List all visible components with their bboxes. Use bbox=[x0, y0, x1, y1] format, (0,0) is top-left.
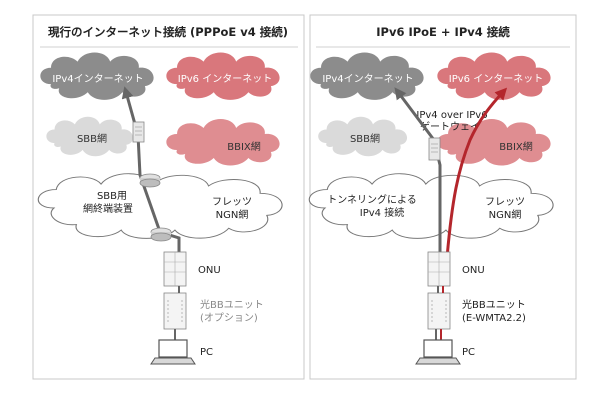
right-flets-label-2: NGN網 bbox=[489, 208, 522, 221]
left-bbix-label: BBIX網 bbox=[227, 140, 261, 153]
left-sbb-terminal-label-1: SBB用 bbox=[97, 191, 127, 202]
left-pc-icon bbox=[150, 339, 196, 365]
right-ipv6-path bbox=[445, 87, 508, 259]
left-sbb-terminal-label-2: 網終端装置 bbox=[83, 202, 133, 215]
left-panel-title: 現行のインターネット接続 (PPPoE v4 接続) bbox=[48, 25, 288, 39]
left-hikari-bb-unit-icon bbox=[163, 292, 187, 330]
left-flets-label-1: フレッツ bbox=[212, 197, 252, 208]
right-hikari-label-2: (E-WMTA2.2) bbox=[462, 313, 526, 324]
left-hikari-label-1: 光BBユニット bbox=[200, 298, 264, 311]
left-sbb-label: SBB網 bbox=[77, 132, 107, 145]
right-hikari-label-1: 光BBユニット bbox=[462, 298, 526, 311]
left-sbb-router-icon bbox=[132, 121, 145, 143]
left-terminal-device-icon bbox=[139, 173, 161, 188]
right-ipv4-internet-label: IPv4インターネット bbox=[322, 73, 413, 85]
left-ngn-device-icon bbox=[150, 227, 172, 242]
right-onu-icon bbox=[427, 251, 451, 287]
left-onu-label: ONU bbox=[198, 265, 221, 276]
right-gateway-label-1: IPv4 over IPv6 bbox=[416, 110, 487, 121]
left-ipv4-internet-label: IPv4インターネット bbox=[52, 73, 143, 85]
left-ipv6-internet-label: IPv6 インターネット bbox=[178, 73, 272, 85]
left-onu-icon bbox=[163, 251, 187, 287]
right-onu-label: ONU bbox=[462, 265, 485, 276]
left-hikari-label-2: (オプション) bbox=[200, 312, 258, 324]
right-pc-label: PC bbox=[462, 347, 475, 358]
right-ipv6-internet-label: IPv6 インターネット bbox=[449, 73, 543, 85]
left-pc-label: PC bbox=[200, 347, 213, 358]
left-flets-label-2: NGN網 bbox=[216, 208, 249, 221]
right-tunnel-label-2: IPv4 接続 bbox=[360, 206, 404, 219]
right-pc-icon bbox=[415, 339, 461, 365]
right-sbb-label: SBB網 bbox=[350, 132, 380, 145]
right-tunnel-label-1: トンネリングによる bbox=[327, 193, 417, 206]
right-gateway-device-icon bbox=[428, 137, 441, 161]
right-bbix-label: BBIX網 bbox=[499, 140, 533, 153]
right-hikari-bb-unit-icon bbox=[427, 292, 451, 330]
right-panel-title: IPv6 IPoE + IPv4 接続 bbox=[376, 25, 510, 39]
right-gateway-label-2: ゲートウェイ bbox=[420, 121, 480, 133]
right-flets-label-1: フレッツ bbox=[485, 197, 525, 208]
